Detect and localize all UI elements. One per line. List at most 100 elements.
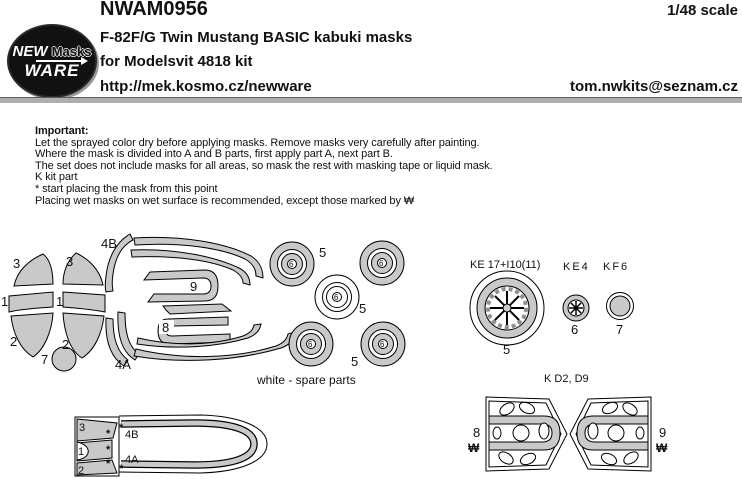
- strip-4b-group: [104, 233, 264, 293]
- wheel-mask-set: [360, 321, 406, 367]
- label-strip-4a: 4A: [115, 357, 131, 372]
- label-part-6: 6: [289, 260, 294, 269]
- scale-label: 1/48 scale: [667, 2, 738, 19]
- guide-radiator-label: K D2, D9: [544, 373, 589, 385]
- wheel-mask-set: [288, 321, 334, 367]
- canopy-label-3: 3: [79, 422, 85, 434]
- radiator-outline-inner: [488, 400, 562, 468]
- notes-line: Placing wet masks on wet surface is reco…: [35, 194, 415, 207]
- label-part-5: 5: [359, 301, 366, 316]
- notes-line: Where the mask is divided into A and B p…: [35, 148, 393, 161]
- mask-part-1-left: [8, 291, 54, 313]
- label-part-6: 6: [334, 293, 339, 302]
- canopy-part-3: [76, 418, 118, 442]
- canopy-outline: [118, 414, 268, 474]
- guide-hub-wheel-drawing: [562, 294, 590, 322]
- radiator-band-9: [576, 415, 649, 451]
- wheel-mask-set: [269, 241, 315, 287]
- guide-radiator-right: [569, 396, 652, 472]
- label-part-3-left: 3: [13, 256, 20, 271]
- label-part-1-right: 1: [56, 294, 63, 309]
- guide-wheel-main-num: 5: [503, 342, 510, 357]
- strip-4a-curve-inner: [136, 323, 262, 348]
- dry-apply-symbol: ₩: [468, 441, 480, 455]
- strip-4a-elbow-outer: [105, 317, 129, 367]
- label-box-8: [159, 320, 174, 334]
- logo-line1: NEW Masks: [13, 44, 92, 59]
- start-point-star: *: [119, 463, 124, 475]
- guide-wheel-hub-num: 6: [571, 322, 578, 337]
- canopy-label-4b: 4B: [125, 429, 138, 441]
- canopy-label-4a: 4A: [125, 454, 139, 466]
- product-name: F-82F/G Twin Mustang BASIC kabuki masks: [100, 29, 413, 46]
- notes-line: Let the sprayed color dry before applyin…: [35, 136, 480, 149]
- radiator-outline-outer: [569, 396, 652, 472]
- radiator-outline-inner: [575, 400, 649, 468]
- label-part-6: 6: [308, 340, 313, 349]
- notes-line: * start placing the mask from this point: [35, 182, 218, 195]
- strip-4b-curve-inner: [130, 249, 251, 286]
- radiator-band-8: [488, 415, 561, 451]
- label-part-6: 6: [380, 340, 385, 349]
- guide-canopy: [74, 414, 268, 477]
- notes-line: K kit part: [35, 171, 78, 184]
- guide-wheel-main-label: KE 17+I10(11): [470, 259, 540, 271]
- start-point-star: *: [106, 428, 111, 440]
- guide-radiator-left: [485, 396, 568, 472]
- radiator-exhaust-ellipses: [587, 401, 645, 466]
- label-part-8: 8: [162, 320, 169, 335]
- guide-wheel-disc-num: 7: [616, 322, 623, 337]
- radiator-outline-outer: [485, 396, 568, 472]
- header-divider: [0, 97, 742, 103]
- spare-parts-note: white - spare parts: [256, 373, 356, 387]
- strip-4b-curve-outer: [133, 236, 264, 279]
- guide-radiator-left-num: 8: [473, 425, 480, 440]
- product-code-title: NWAM0956: [100, 0, 208, 20]
- label-part-2-left: 2: [10, 334, 17, 349]
- strip-4b-elbow: [104, 233, 134, 293]
- logo-masks-text: Masks: [51, 43, 92, 59]
- label-strip-4b: 4B: [101, 236, 117, 251]
- label-part-6: 6: [379, 259, 384, 268]
- newware-logo: NEW Masks WARE: [7, 24, 97, 98]
- logo-new-text: NEW: [12, 42, 48, 60]
- label-part-5: 5: [351, 354, 358, 369]
- canopy-label-1: 1: [78, 446, 84, 458]
- kit-info: for Modelsvit 4818 kit: [100, 53, 253, 70]
- label-box-9: [186, 279, 201, 293]
- guide-wheel-disc-label: KF6: [603, 261, 629, 273]
- notes-line: The set does not include masks for all a…: [35, 159, 493, 172]
- windscreen-mask-shapes: [8, 252, 106, 372]
- mask-part-2-left: [10, 312, 54, 358]
- canopy-part-1-notch: [76, 441, 89, 461]
- guide-main-wheel-drawing: [469, 270, 545, 346]
- canopy-label-2: 2: [78, 465, 84, 477]
- guide-radiator-right-num: 9: [659, 425, 666, 440]
- guide-disc-drawing: [606, 292, 634, 320]
- mask-part-2-right: [62, 312, 105, 359]
- dry-apply-symbol: ₩: [656, 441, 668, 455]
- contact-email: tom.nwkits@seznam.cz: [569, 78, 738, 95]
- logo-arrow-icon: [36, 56, 88, 65]
- radiator-exhaust-ellipses: [492, 401, 550, 466]
- mask-part-3-left: [13, 253, 54, 287]
- label-part-1-left: 1: [1, 294, 8, 309]
- canopy-band-4ab: [120, 420, 257, 468]
- guide-wheel-hub-label: KE4: [563, 261, 590, 273]
- mask-part-7: [51, 346, 77, 372]
- mask-part-8-arm: [162, 303, 233, 315]
- wheel-mask-sets: [269, 240, 406, 367]
- label-part-3-right: 3: [66, 254, 73, 269]
- canopy-part-2: [76, 459, 118, 476]
- hub-spokes: [569, 301, 583, 315]
- mask-part-8-group: [157, 303, 233, 345]
- wheel-mask-set: [359, 240, 405, 286]
- mask-part-3-right: [62, 252, 104, 286]
- label-part-7: 7: [41, 352, 48, 367]
- strip-4a-group: [105, 311, 296, 367]
- important-notes: Important: Let the sprayed color dry bef…: [35, 125, 493, 207]
- label-part-2-right: 2: [62, 337, 69, 352]
- start-point-star: *: [119, 422, 124, 434]
